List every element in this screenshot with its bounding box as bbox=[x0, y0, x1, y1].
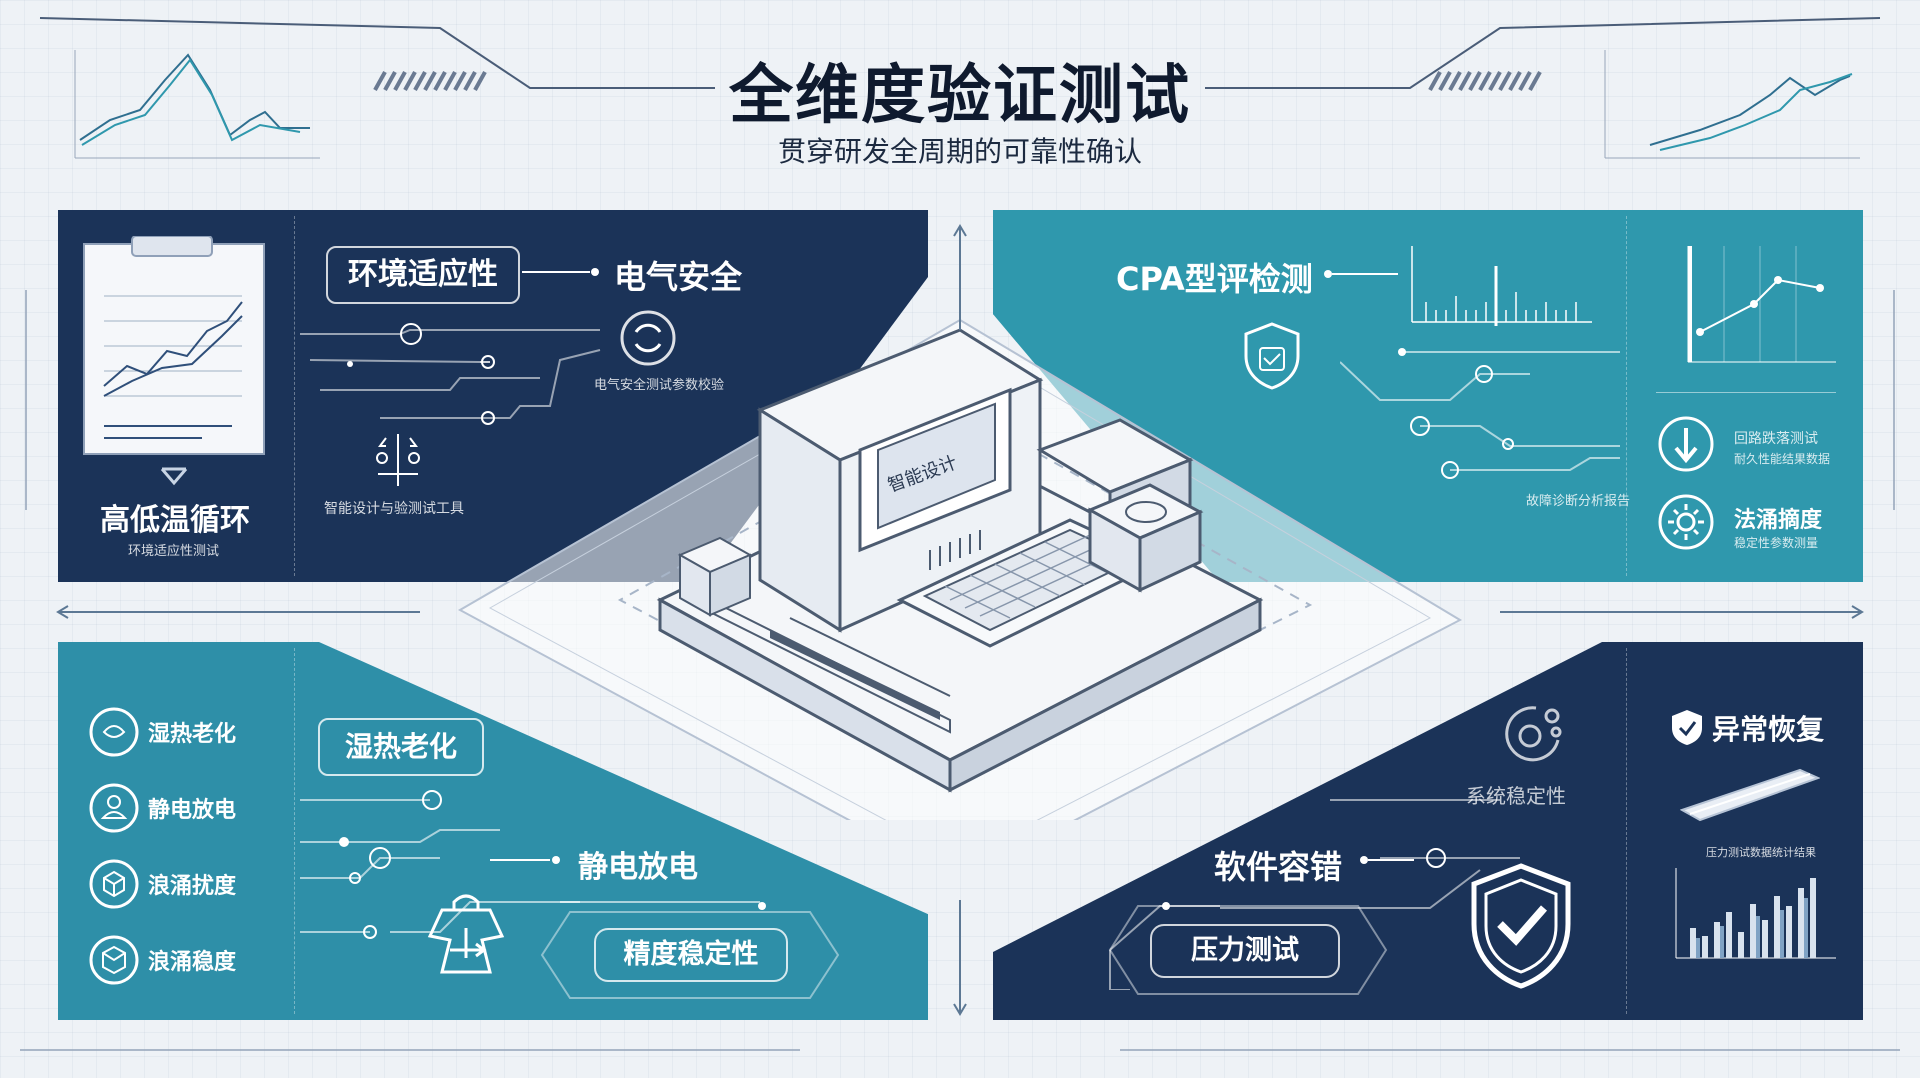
hex-frame bbox=[1108, 905, 1388, 995]
mini-line-chart bbox=[1687, 246, 1836, 363]
circuit-lines bbox=[300, 323, 601, 425]
pill-stress-test: 压力测试 bbox=[1150, 924, 1340, 978]
tag-electrostatic-discharge: 静电放电 bbox=[578, 850, 698, 885]
page-title: 全维度验证测试 bbox=[729, 59, 1191, 133]
tools-icon bbox=[376, 434, 420, 486]
tag-software-fault-tolerance: 软件容错 bbox=[1214, 848, 1343, 886]
pill-damp-heat: 湿热老化 bbox=[318, 718, 484, 776]
item2-title: 法涌摘度 bbox=[1734, 508, 1823, 533]
stability-text: 系统稳定性 bbox=[1466, 784, 1566, 808]
bars-caption: 压力测试数据统计结果 bbox=[1706, 846, 1816, 859]
droplet-icon bbox=[89, 707, 139, 757]
circuit-lines bbox=[300, 790, 766, 939]
bar-chart-icon bbox=[1675, 868, 1836, 959]
settings-stability-icon bbox=[1505, 706, 1562, 762]
caption-title: 高低温循环 bbox=[100, 503, 250, 538]
tool-text: 智能设计与验测试工具 bbox=[324, 501, 464, 517]
connector bbox=[522, 268, 599, 276]
arrow-down-circle-icon bbox=[1658, 416, 1714, 472]
gear-circle-icon bbox=[1658, 494, 1714, 550]
list-item-label: 浪涌扰度 bbox=[148, 874, 237, 899]
pill-environment: 环境适应性 bbox=[326, 246, 520, 304]
shield-check-icon bbox=[1244, 322, 1300, 390]
item2-subtitle: 稳定性参数测量 bbox=[1734, 536, 1819, 550]
circuit-lines bbox=[1109, 799, 1520, 990]
shield-icon bbox=[1672, 710, 1702, 745]
list-item-label: 浪涌稳度 bbox=[148, 950, 237, 975]
page-subtitle: 贯穿研发全周期的可靠性确认 bbox=[777, 135, 1142, 168]
item1-subtitle: 耐久性能结果数据 bbox=[1734, 452, 1831, 466]
refresh-icon bbox=[620, 310, 676, 366]
list-item-label: 静电放电 bbox=[148, 798, 237, 823]
connector bbox=[1324, 270, 1398, 278]
tag-cpa-inspection: CPA型评检测 bbox=[1116, 260, 1313, 298]
recovery-label: 异常恢复 bbox=[1712, 713, 1825, 746]
panel-divider bbox=[1626, 648, 1628, 1014]
panel-divider bbox=[294, 648, 296, 1014]
diagnosis-note: 故障诊断分析报告 bbox=[1526, 494, 1631, 509]
chevron-down-icon bbox=[160, 467, 188, 486]
cube-icon bbox=[89, 935, 139, 985]
connector bbox=[490, 856, 560, 864]
person-icon bbox=[89, 783, 139, 833]
panel-divider bbox=[294, 216, 296, 576]
hierarchy-icon bbox=[427, 894, 505, 974]
shield-check-icon bbox=[1471, 863, 1571, 989]
probe-icon bbox=[1680, 768, 1820, 822]
electrical-note: 电气安全测试参数校验 bbox=[594, 378, 725, 393]
clipboard-icon bbox=[83, 236, 265, 455]
pill-precision-stability: 精度稳定性 bbox=[594, 928, 788, 982]
tag-electrical-safety: 电气安全 bbox=[614, 258, 743, 296]
header-decoration bbox=[39, 17, 1881, 159]
panel-divider bbox=[1626, 216, 1628, 576]
item1-title: 回路跌落测试 bbox=[1734, 431, 1818, 447]
connector bbox=[1360, 856, 1414, 864]
circuit-lines bbox=[1340, 348, 1620, 479]
hex-frame bbox=[540, 911, 840, 999]
central-device-illustration bbox=[457, 318, 1463, 820]
list-item-label: 湿热老化 bbox=[148, 722, 237, 747]
caption-subtitle: 环境适应性测试 bbox=[128, 544, 220, 559]
scale-gauge bbox=[1411, 246, 1592, 326]
divider-line bbox=[1656, 392, 1836, 393]
cube-icon bbox=[89, 859, 139, 909]
